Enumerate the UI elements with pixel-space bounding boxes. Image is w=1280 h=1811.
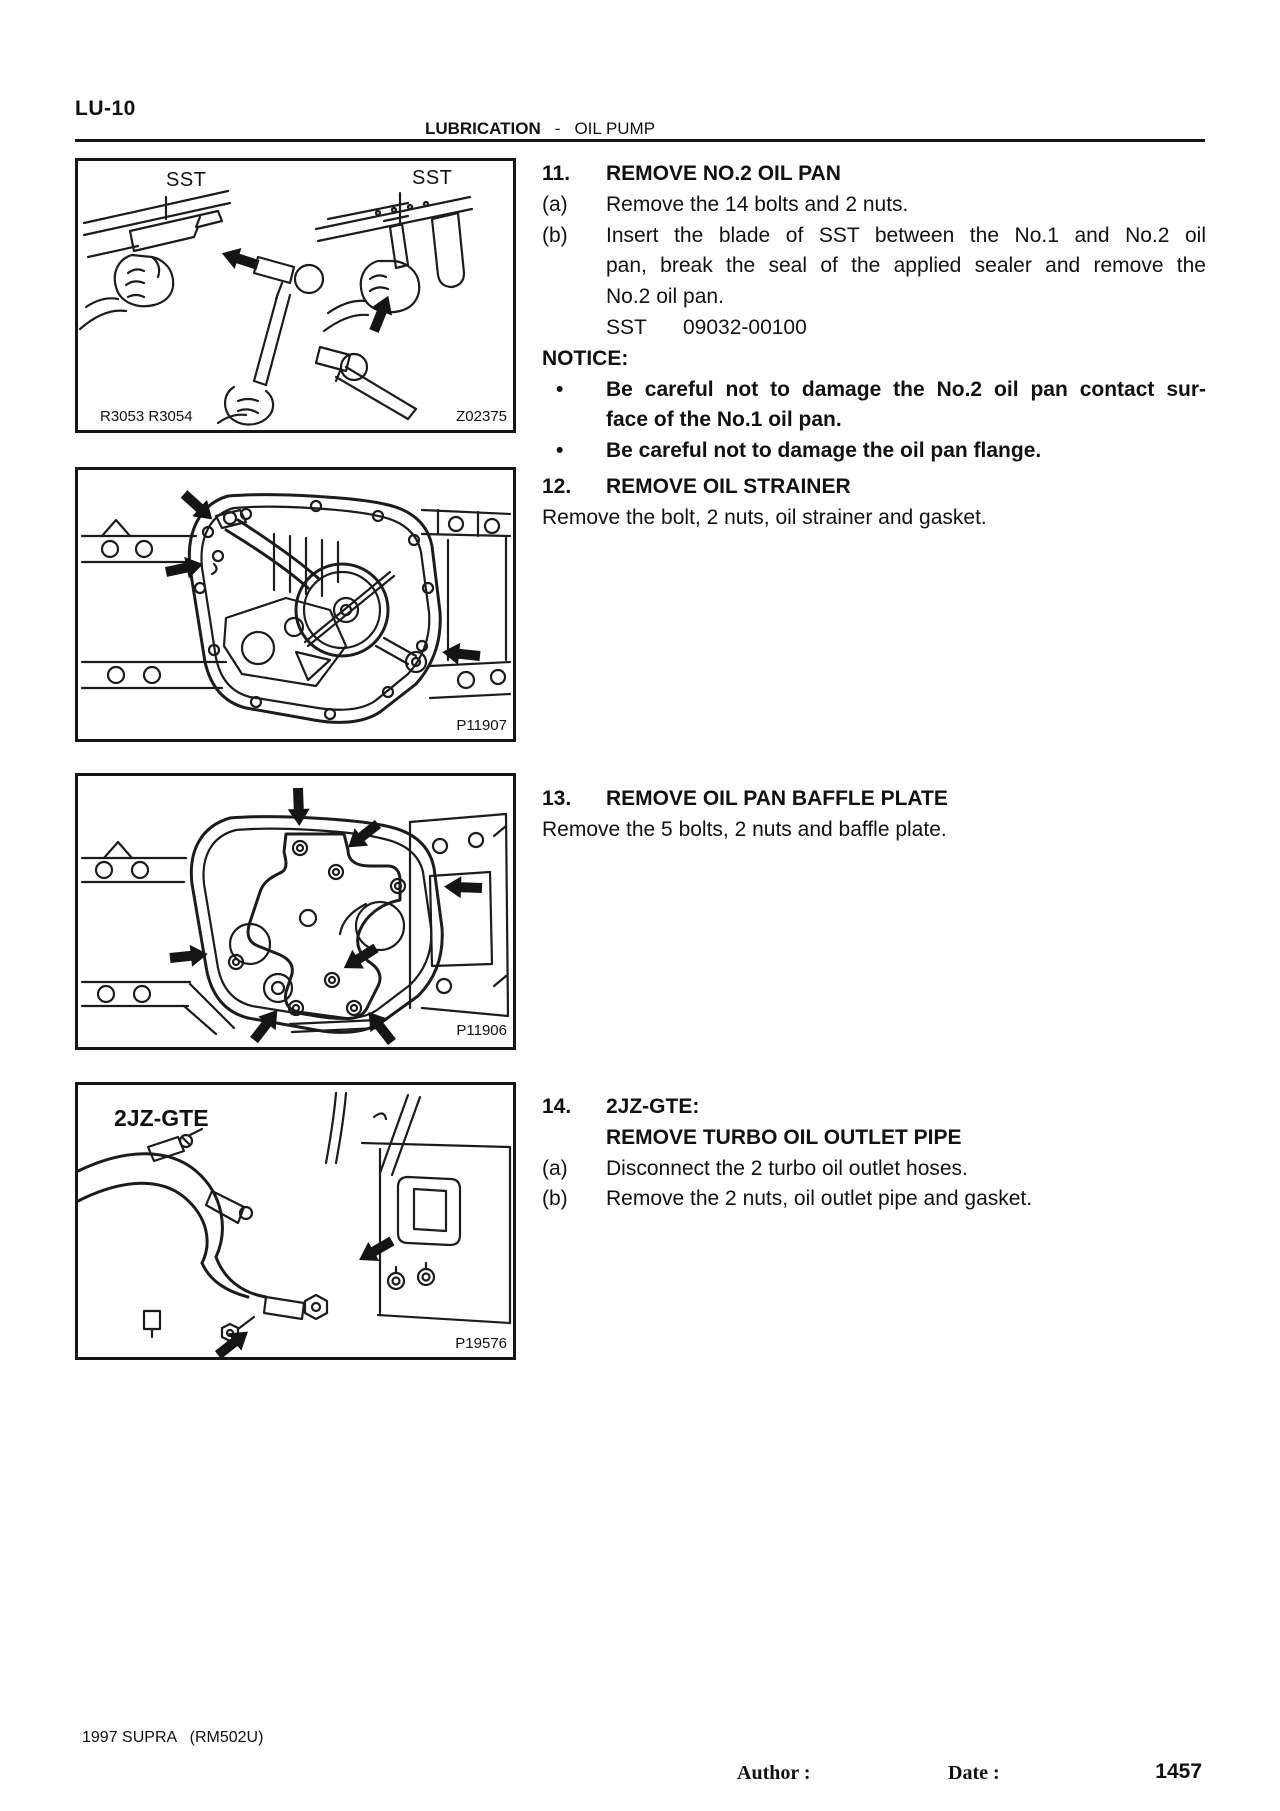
item-a-label: (a) xyxy=(542,192,568,216)
arrow-icon xyxy=(287,787,310,826)
arrow-icon xyxy=(250,1010,278,1044)
step-11-number: 11. xyxy=(542,162,571,185)
item-b-text: Remove the 2 nuts, oil outlet pipe and g… xyxy=(606,1187,1033,1211)
notice-bullet-text: Be careful not to damage the No.2 oil pa… xyxy=(606,377,1206,401)
engine-variant-label: 2JZ-GTE xyxy=(114,1105,209,1131)
sst-spec: SST 09032-00100 xyxy=(606,313,1206,344)
notice-bullet-2: • Be careful not to damage the oil pan f… xyxy=(542,436,1206,467)
step-11-heading: 11. REMOVE NO.2 OIL PAN xyxy=(542,159,1206,190)
footer-date-label: Date : xyxy=(948,1762,1000,1784)
step-12-title: REMOVE OIL STRAINER xyxy=(606,475,851,498)
notice-bullet-text: face of the No.1 oil pan. xyxy=(606,408,842,432)
figure-code-r3053: R3053 R3054 xyxy=(100,408,193,425)
step-13-heading: 13. REMOVE OIL PAN BAFFLE PLATE xyxy=(542,784,1206,815)
oil-strainer-drawing xyxy=(80,490,512,724)
arrow-icon xyxy=(343,943,379,969)
spacer xyxy=(542,1123,606,1154)
header-rule xyxy=(75,139,1205,142)
sst-part-number: 09032-00100 xyxy=(683,315,807,339)
step-11-item-a: (a) Remove the 14 bolts and 2 nuts. xyxy=(542,190,1206,221)
sst-spec-label: SST xyxy=(606,315,647,339)
figure-turbo-oil-outlet-pipe: 2JZ-GTE P19576 xyxy=(75,1082,516,1360)
arrow-icon xyxy=(214,1331,248,1357)
item-a-label: (a) xyxy=(542,1156,568,1180)
figure-code-p19576: P19576 xyxy=(455,1335,507,1352)
step-11-title: REMOVE NO.2 OIL PAN xyxy=(606,162,841,185)
arrow-icon xyxy=(359,1236,395,1262)
spacer xyxy=(542,313,606,344)
step-11-sst-spec: SST 09032-00100 xyxy=(542,313,1206,344)
step-11-item-b-line2: pan, break the seal of the applied seale… xyxy=(542,251,1206,282)
arrow-icon xyxy=(444,876,483,899)
sst-label-right: SST xyxy=(412,167,453,189)
sst-label-left: SST xyxy=(166,169,207,191)
spacer xyxy=(542,282,606,313)
figure-baffle-plate: P11906 xyxy=(75,773,516,1050)
item-a-text: Remove the 14 bolts and 2 nuts. xyxy=(606,192,909,216)
notice-heading: NOTICE: xyxy=(542,344,1206,375)
baffle-plate-drawing xyxy=(80,787,510,1046)
arrow-icon xyxy=(348,820,382,848)
step-14: 14. 2JZ-GTE: REMOVE TURBO OIL OUTLET PIP… xyxy=(542,1092,1206,1215)
turbo-pipe-drawing xyxy=(78,1091,512,1357)
step-12-body: Remove the bolt, 2 nuts, oil strainer an… xyxy=(542,503,1206,534)
item-a-text: Disconnect the 2 turbo oil outlet hoses. xyxy=(606,1156,968,1180)
section-separator: - xyxy=(554,119,561,138)
step-14-title-line2: REMOVE TURBO OIL OUTLET PIPE xyxy=(606,1125,962,1149)
arrow-icon xyxy=(368,1012,396,1046)
notice-bullet-1-line1: • Be careful not to damage the No.2 oil … xyxy=(542,375,1206,406)
item-b-text: pan, break the seal of the applied seale… xyxy=(606,254,1206,278)
page-code: LU-10 xyxy=(75,97,136,120)
item-b-text: No.2 oil pan. xyxy=(606,285,724,309)
step-13: 13. REMOVE OIL PAN BAFFLE PLATE Remove t… xyxy=(542,784,1206,846)
arrow-icon xyxy=(442,642,481,665)
item-b-label: (b) xyxy=(542,1187,568,1211)
arrow-icon xyxy=(169,944,208,967)
arrow-icon xyxy=(180,490,213,520)
step-14-number: 14. xyxy=(542,1095,572,1118)
step-14-item-b: (b) Remove the 2 nuts, oil outlet pipe a… xyxy=(542,1184,1206,1215)
arrow-icon xyxy=(369,295,393,333)
figure-code-z02375: Z02375 xyxy=(456,408,507,425)
notice-title: NOTICE: xyxy=(542,346,629,370)
step-12-text: Remove the bolt, 2 nuts, oil strainer an… xyxy=(542,505,987,529)
sst-hammer-drawing xyxy=(78,189,474,426)
step-14-heading-line2: REMOVE TURBO OIL OUTLET PIPE xyxy=(542,1123,1206,1154)
step-14-title-line1: 2JZ-GTE: xyxy=(606,1095,700,1118)
notice-bullet-text: Be careful not to damage the oil pan fla… xyxy=(606,439,1042,463)
step-14-heading: 14. 2JZ-GTE: xyxy=(542,1092,1206,1123)
footer-author-label: Author : xyxy=(737,1762,811,1784)
spacer xyxy=(542,251,606,282)
subsection-title: OIL PUMP xyxy=(574,119,656,138)
step-13-body: Remove the 5 bolts, 2 nuts and baffle pl… xyxy=(542,815,1206,846)
figure-oil-strainer: P11907 xyxy=(75,467,516,742)
notice-bullet-1-line2: face of the No.1 oil pan. xyxy=(542,405,1206,436)
step-13-title: REMOVE OIL PAN BAFFLE PLATE xyxy=(606,787,948,810)
step-11: 11. REMOVE NO.2 OIL PAN (a) Remove the 1… xyxy=(542,159,1206,467)
footer-model-code: 1997 SUPRA (RM502U) xyxy=(82,1729,264,1746)
section-header: LUBRICATION-OIL PUMP xyxy=(0,119,1080,141)
step-13-text: Remove the 5 bolts, 2 nuts and baffle pl… xyxy=(542,817,947,841)
step-12: 12. REMOVE OIL STRAINER Remove the bolt,… xyxy=(542,472,1206,534)
figure-code-p11907: P11907 xyxy=(456,717,507,734)
arrow-icon xyxy=(221,248,260,270)
item-b-label: (b) xyxy=(542,223,568,247)
step-12-heading: 12. REMOVE OIL STRAINER xyxy=(542,472,1206,503)
footer-page-number: 1457 xyxy=(1155,1760,1202,1783)
step-11-item-b-line3: No.2 oil pan. xyxy=(542,282,1206,313)
bullet-icon: • xyxy=(556,439,564,463)
step-11-item-b-line1: (b) Insert the blade of SST between the … xyxy=(542,221,1206,252)
step-12-number: 12. xyxy=(542,475,572,498)
figure-sst-seal-break: SST SST R3053 R3054 Z02375 xyxy=(75,158,516,433)
step-13-number: 13. xyxy=(542,787,572,810)
step-14-item-a: (a) Disconnect the 2 turbo oil outlet ho… xyxy=(542,1154,1206,1185)
arrow-icon xyxy=(164,556,204,579)
item-b-text: Insert the blade of SST between the No.1… xyxy=(606,223,1206,247)
figure-code-p11906: P11906 xyxy=(456,1022,507,1039)
bullet-icon: • xyxy=(556,377,564,401)
section-title: LUBRICATION xyxy=(424,119,541,141)
spacer xyxy=(542,405,606,436)
